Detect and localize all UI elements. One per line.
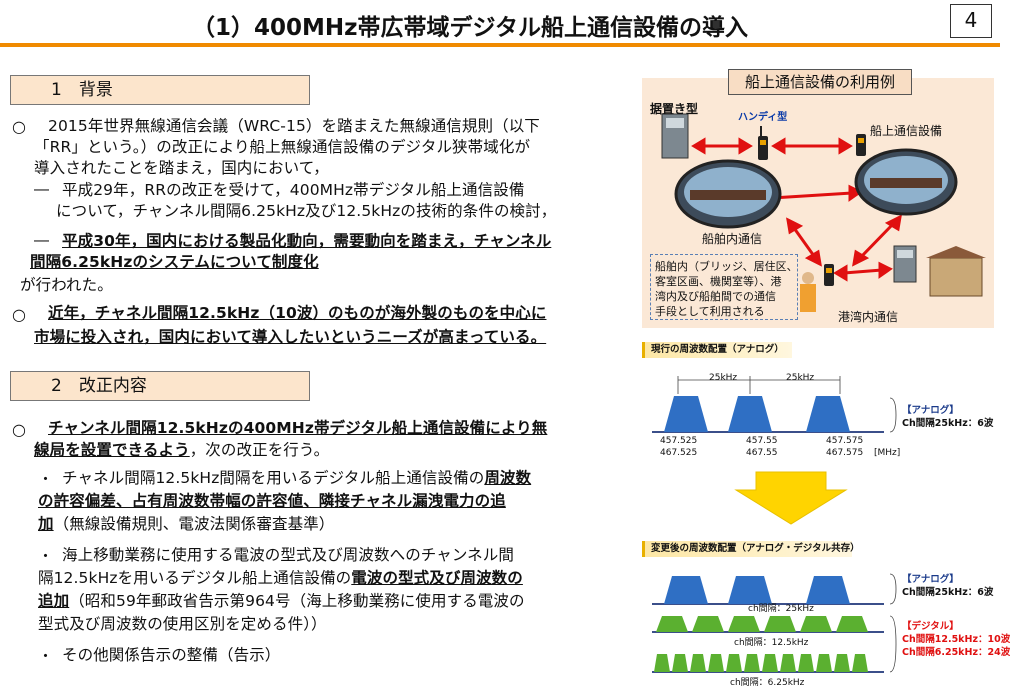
analog-channel: [728, 576, 772, 604]
usage-note-line: 湾内及び船舶間での通信: [655, 290, 776, 303]
down-arrow-icon: [734, 471, 848, 525]
title-bar: （1）400MHz帯広帯域デジタル船上通信設備の導入 4: [0, 0, 1000, 48]
usage-diagram: [661, 113, 986, 312]
person-icon: [802, 272, 814, 284]
revision-bullet-2-line-4: 型式及び周波数の使用区別を定める件））: [38, 615, 327, 633]
handy-radio-icon: [758, 136, 768, 160]
analog-label: 【アナログ】: [902, 405, 959, 416]
revision-bullet-1-line-1: チャネル間隔12.5kHz間隔を用いるデジタル船上通信設備の周波数: [62, 469, 532, 487]
current-freq-header: 現行の周波数配置（アナログ）: [642, 342, 792, 358]
ch6-label: ch間隔：6.25kHz: [730, 678, 805, 688]
label-inship: 船舶内通信: [702, 232, 763, 246]
revision-lead-line-2: 線局を設置できるよう，次の改正を行う。: [34, 441, 330, 459]
revision-lead-line-1: チャンネル間隔12.5kHzの400MHz帯デジタル船上通信設備により無: [48, 419, 548, 437]
revision-bullet-2-line-3: 追加（昭和59年郵政省告示第964号（海上移動業務に使用する電波の: [38, 592, 525, 610]
tick-label-2a: 457.55: [746, 436, 778, 446]
arrow-ship-ship: [771, 191, 853, 200]
usage-note-line: 客室区画、機関室等）、港: [655, 275, 782, 288]
arrow-ship-harbor: [792, 227, 816, 257]
background-para-2-line-2: 市場に投入され，国内において導入したいというニーズが高まっている。: [34, 328, 547, 346]
arrow-ship2-harbor: [858, 221, 896, 260]
background-para-1-line-2: 「RR」という。）の改正により船上無線通信設備のデジタル狭帯域化が: [34, 138, 531, 156]
analog-spacing: Ch間隔25kHz：6波: [902, 418, 994, 429]
analog-label-2: 【アナログ】: [902, 574, 959, 585]
usage-note-box: 船舶内（ブリッジ、居住区、 客室区画、機関室等）、港 湾内及び船舶間での通信 手…: [650, 254, 798, 320]
onboard-radio-icon: [856, 134, 866, 156]
revision-bullet-2-line-2: 隔12.5kHzを用いるデジタル船上通信設備の電波の型式及び周波数の: [38, 569, 523, 587]
label-onboard: 船上通信設備: [870, 124, 943, 138]
background-dash-1-line-2: について，チャンネル間隔6.25kHz及び12.5kHzの技術的条件の検討，: [56, 202, 557, 220]
title-underline: [0, 43, 1000, 47]
section-heading-background: 1 背景: [10, 75, 310, 105]
analog-channel: [806, 396, 850, 432]
circle-bullet-icon: ○: [12, 117, 26, 136]
analog-spacing-2: Ch間隔25kHz：6波: [902, 587, 994, 598]
label-handy: ハンディ型: [738, 112, 788, 123]
tick-label-3b: 467.575: [826, 448, 864, 458]
circle-bullet-icon: ○: [12, 420, 26, 439]
dot-bullet-icon: ・: [38, 470, 54, 488]
section-heading-revision: 2 改正内容: [10, 371, 310, 401]
background-para-1-line-1: 2015年世界無線通信会議（WRC-15）を踏まえた無線通信規則（以下: [48, 117, 540, 135]
revision-bullet-3: その他関係告示の整備（告示）: [62, 646, 281, 664]
analog-channels-new: [664, 576, 850, 604]
label-stationary: 据置き型: [650, 102, 699, 116]
dot-bullet-icon: ・: [38, 647, 54, 665]
page-number: 4: [950, 4, 992, 38]
usage-figure-title: 船上通信設備の利用例: [728, 69, 912, 95]
frequency-diagram: [652, 376, 897, 673]
harbor-handy-icon: [824, 264, 834, 286]
unit-label: [MHz]: [874, 448, 901, 458]
analog-channels-current: [664, 396, 850, 432]
tick-label-3a: 457.575: [826, 436, 864, 446]
tick-label-1a: 457.525: [660, 436, 698, 446]
background-dash-2-line-2: 間隔6.25kHzのシステムについて制度化: [30, 253, 319, 271]
digital-6-channels: [654, 654, 868, 672]
analog-channel: [664, 576, 708, 604]
background-para-1-line-3: 導入されたことを踏まえ，国内において，: [34, 159, 329, 177]
analog-channel: [806, 576, 850, 604]
tick-label-1b: 467.525: [660, 448, 698, 458]
usage-example-figure: 船上通信設備の利用例: [642, 69, 994, 328]
label-harbor: 港湾内通信: [838, 310, 899, 324]
background-dash-2-line-1: 平成30年，国内における製品化動向，需要動向を踏まえ，チャンネル: [62, 232, 552, 250]
digital-12-spacing: Ch間隔12.5kHz：10波: [902, 634, 1010, 645]
tick-label-2b: 467.55: [746, 448, 778, 458]
background-dash-2-tail: が行われた。: [20, 276, 113, 294]
usage-note-line: 手段として利用される: [655, 305, 765, 318]
digital-12-channels: [656, 616, 868, 632]
digital-label: 【デジタル】: [902, 621, 959, 632]
new-freq-header: 変更後の周波数配置（アナログ・デジタル共存）: [642, 541, 860, 557]
harbor-building-icon: [929, 257, 983, 297]
gap-label-1: 25kHz: [709, 373, 738, 383]
analog-channel: [728, 396, 772, 432]
page-title: （1）400MHz帯広帯域デジタル船上通信設備の導入: [191, 15, 749, 41]
dash-bullet-icon: ―: [34, 180, 49, 198]
ch25-label: ch間隔：25kHz: [748, 604, 814, 614]
circle-bullet-icon: ○: [12, 305, 26, 324]
analog-channel: [664, 396, 708, 432]
background-para-2-line-1: 近年，チャネル間隔12.5kHz（10波）のものが海外製のものを中心に: [48, 304, 547, 322]
arrow-handy-base: [843, 268, 883, 275]
usage-note-line: 船舶内（ブリッジ、居住区、: [655, 260, 798, 273]
gap-label-2: 25kHz: [786, 373, 815, 383]
dash-bullet-icon: ―: [34, 231, 49, 249]
digital-6-spacing: Ch間隔6.25kHz：24波: [902, 647, 1010, 658]
background-dash-1-line-1: 平成29年，RRの改正を受けて，400MHz帯デジタル船上通信設備: [62, 181, 525, 199]
revision-bullet-2-line-1: 海上移動業務に使用する電波の型式及び周波数へのチャンネル間: [62, 546, 514, 564]
revision-bullet-1-line-2: の許容偏差、占有周波数帯幅の許容値、隣接チャネル漏洩電力の追: [38, 492, 506, 510]
revision-bullet-1-line-3: 加（無線設備規則、電波法関係審査基準）: [38, 515, 335, 533]
ch12-label: ch間隔：12.5kHz: [734, 638, 809, 648]
dot-bullet-icon: ・: [38, 547, 54, 565]
